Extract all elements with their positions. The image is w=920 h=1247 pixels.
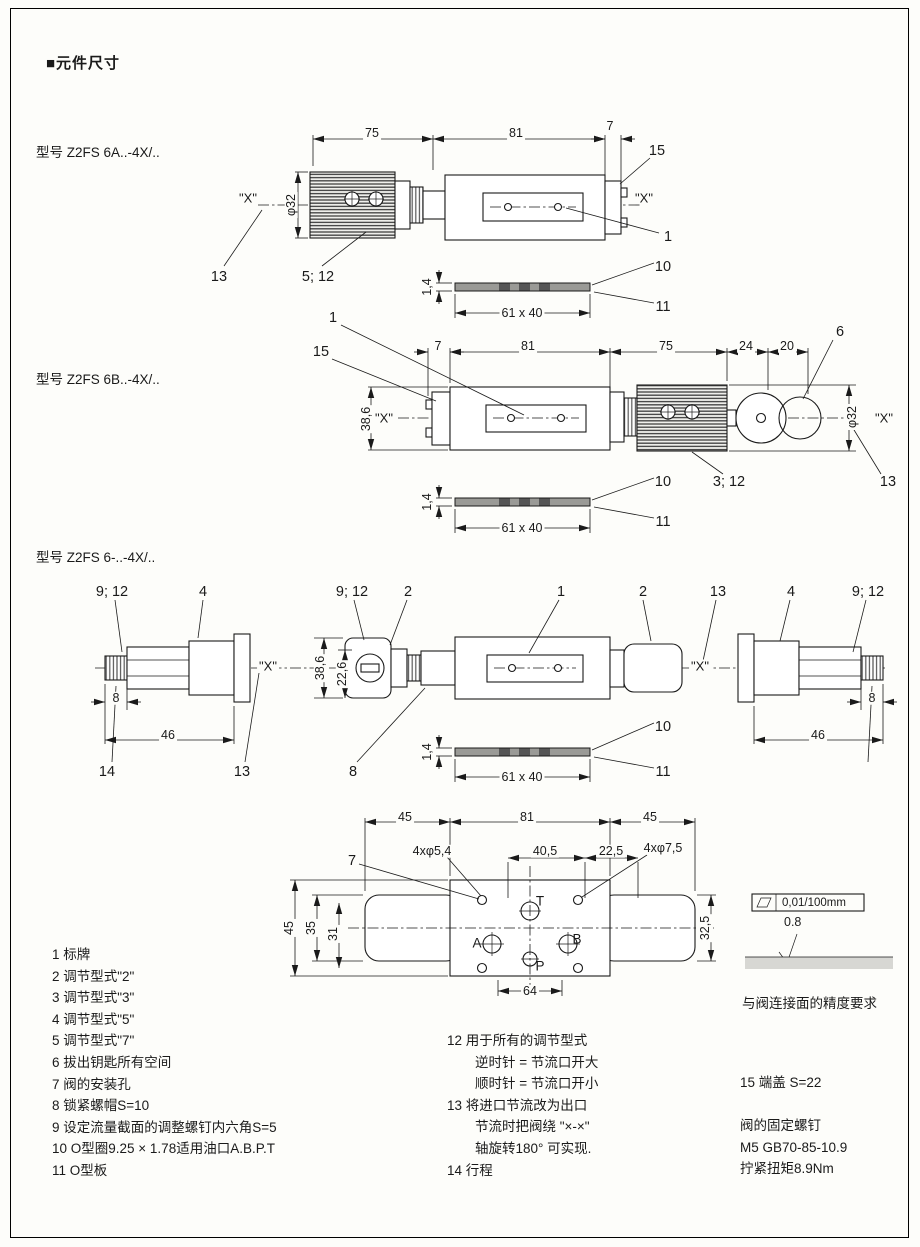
legend-item-6: 6 拔出钥匙所有空间 xyxy=(52,1054,172,1070)
legend-item-12-note-b: 顺时针 = 节流口开小 xyxy=(475,1076,599,1092)
fixing-screw-note-line-2: M5 GB70-85-10.9 xyxy=(740,1139,848,1155)
legend-item-3: 3 调节型式"3" xyxy=(52,990,135,1006)
legend-item-13-note-a: 节流时把阀绕 "×-×" xyxy=(475,1119,590,1135)
drawing-model-6-universal xyxy=(91,599,897,782)
legend-item-5: 5 调节型式"7" xyxy=(52,1033,135,1049)
fixing-screw-note-line-3: 拧紧扭矩8.9Nm xyxy=(740,1161,834,1177)
legend-item-9: 9 设定流量截面的调整螺钉内六角S=5 xyxy=(52,1119,277,1135)
legend-item-11: 11 O型板 xyxy=(52,1162,108,1178)
legend-item-15: 15 端盖 S=22 xyxy=(740,1075,822,1090)
fixing-screw-note: 阀的固定螺钉 M5 GB70-85-10.9 拧紧扭矩8.9Nm xyxy=(740,1115,847,1180)
flatness-tolerance-value: 0,01/100mm xyxy=(782,897,846,909)
legend-item-2: 2 调节型式"2" xyxy=(52,968,135,984)
page-title: ■元件尺寸 xyxy=(46,55,121,72)
legend-item-7: 7 阀的安装孔 xyxy=(52,1076,131,1092)
surface-roughness-value: 0.8 xyxy=(784,915,802,929)
legend-item-12: 12 用于所有的调节型式 xyxy=(447,1033,588,1048)
legend-item-4: 4 调节型式"5" xyxy=(52,1011,135,1027)
legend-item-10: 10 O型圈9.25 × 1.78适用油口A.B.P.T xyxy=(52,1141,275,1157)
legend-middle-column: 12 用于所有的调节型式 逆时针 = 节流口开大 顺时针 = 节流口开小 13 … xyxy=(447,1030,598,1181)
drawing-model-6a xyxy=(223,135,660,318)
model-label-6b: 型号 Z2FS 6B..-4X/.. xyxy=(36,372,160,387)
legend-item-13-note-b: 轴旋转180° 可实现. xyxy=(475,1140,592,1156)
fixing-screw-note-line-1: 阀的固定螺钉 xyxy=(740,1118,821,1133)
tolerance-note: 与阀连接面的精度要求 xyxy=(742,996,877,1011)
model-label-6a: 型号 Z2FS 6A..-4X/.. xyxy=(36,145,160,160)
legend-item-13: 13 将进口节流改为出口 xyxy=(447,1097,588,1113)
legend-left-column: 1 标牌 2 调节型式"2" 3 调节型式"3" 4 调节型式"5" 5 调节型… xyxy=(52,944,277,1182)
model-label-6-universal: 型号 Z2FS 6-..-4X/.. xyxy=(36,550,156,565)
legend-item-1: 1 标牌 xyxy=(52,947,91,962)
page-border-frame xyxy=(10,8,909,1238)
drawing-mounting-face xyxy=(290,818,893,996)
drawing-model-6b xyxy=(331,324,882,533)
legend-item-8: 8 锁紧螺帽S=10 xyxy=(52,1098,150,1114)
legend-item-14: 14 行程 xyxy=(447,1162,493,1178)
legend-item-12-note-a: 逆时针 = 节流口开大 xyxy=(475,1054,599,1070)
